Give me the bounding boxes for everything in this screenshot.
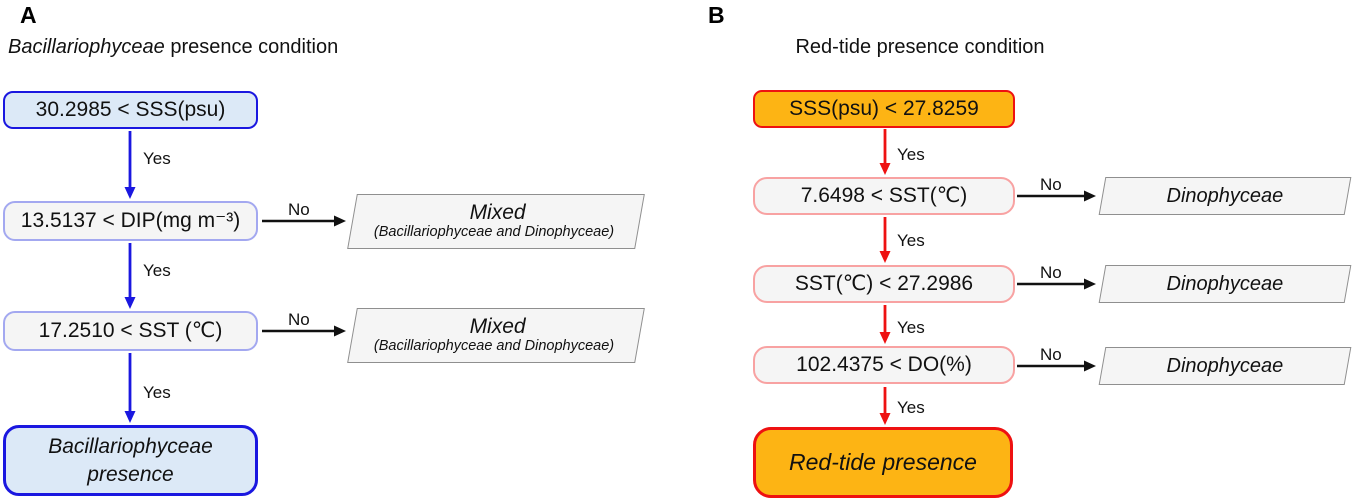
- a-no-label-2: No: [288, 310, 310, 329]
- b-no-label-2: No: [1040, 263, 1062, 282]
- a-result-mixed-1: Mixed (Bacillariophyceae and Dinophyceae…: [347, 194, 645, 249]
- b-no-label-1: No: [1040, 175, 1062, 194]
- b-result-dinophyceae-1: Dinophyceae: [1098, 177, 1352, 215]
- b-decision-sst-low: 7.6498 < SST(℃): [753, 177, 1015, 215]
- b-decision-do: 102.4375 < DO(%): [753, 346, 1015, 384]
- b-result-dinophyceae-2-text: Dinophyceae: [1166, 272, 1284, 295]
- a-root-condition-sss: 30.2985 < SSS(psu): [3, 91, 258, 129]
- b-result-dinophyceae-1-text: Dinophyceae: [1166, 184, 1284, 207]
- a-decision-sst: 17.2510 < SST (℃): [3, 311, 258, 351]
- panel-a-title: Bacillariophyceae presence condition: [8, 36, 338, 59]
- b-leaf-red-tide-presence: Red-tide presence: [753, 427, 1013, 498]
- b-yes-label-3: Yes: [897, 318, 925, 337]
- a-result-mixed-1-subtitle: (Bacillariophyceae and Dinophyceae): [373, 224, 615, 241]
- a-result-mixed-2-subtitle: (Bacillariophyceae and Dinophyceae): [373, 338, 615, 355]
- panel-a-title-rest: presence condition: [164, 36, 339, 58]
- panel-a-title-species: Bacillariophyceae: [8, 36, 165, 58]
- b-result-dinophyceae-2: Dinophyceae: [1098, 265, 1352, 303]
- b-yes-label-2: Yes: [897, 231, 925, 250]
- b-yes-label-4: Yes: [897, 398, 925, 417]
- panel-b-title: Red-tide presence condition: [795, 36, 1045, 58]
- b-result-dinophyceae-3: Dinophyceae: [1098, 347, 1352, 385]
- a-no-label-1: No: [288, 200, 310, 219]
- panel-b-label: B: [708, 2, 725, 28]
- b-no-label-3: No: [1040, 345, 1062, 364]
- panel-a-label: A: [20, 2, 37, 28]
- a-result-mixed-2-title: Mixed: [469, 315, 526, 339]
- a-result-mixed-2: Mixed (Bacillariophyceae and Dinophyceae…: [347, 308, 645, 363]
- a-yes-label-3: Yes: [143, 383, 171, 402]
- a-decision-dip: 13.5137 < DIP(mg m⁻³): [3, 201, 258, 241]
- a-yes-label-2: Yes: [143, 261, 171, 280]
- b-root-condition-sss: SSS(psu) < 27.8259: [753, 90, 1015, 128]
- a-yes-label-1: Yes: [143, 149, 171, 168]
- a-result-mixed-1-title: Mixed: [469, 201, 526, 225]
- b-decision-sst-high: SST(℃) < 27.2986: [753, 265, 1015, 303]
- b-result-dinophyceae-3-text: Dinophyceae: [1166, 354, 1284, 377]
- a-leaf-bacillariophyceae-presence: Bacillariophyceae presence: [3, 425, 258, 496]
- b-yes-label-1: Yes: [897, 145, 925, 164]
